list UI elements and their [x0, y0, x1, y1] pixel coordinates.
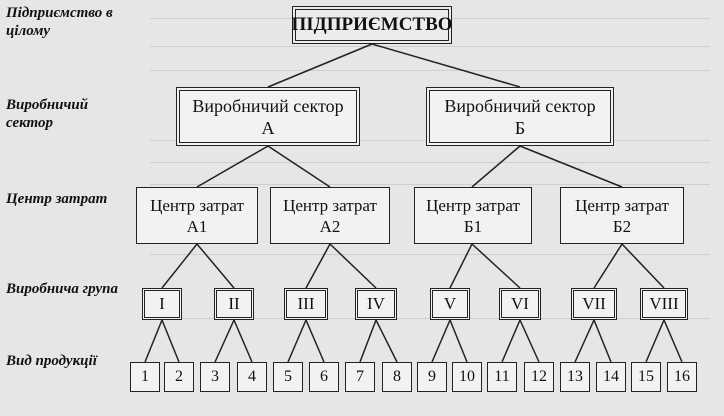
sector-name: Виробничий сектор — [444, 95, 596, 116]
group-node: VIII — [640, 288, 688, 320]
product-node: 8 — [382, 362, 412, 392]
connector-line — [471, 243, 521, 289]
connector-line — [196, 145, 269, 188]
sector-code: Б — [514, 117, 526, 138]
group-node: IV — [355, 288, 397, 320]
group-node: II — [214, 288, 254, 320]
connector-line — [267, 43, 373, 88]
background-text-line — [150, 254, 710, 255]
product-node: 12 — [524, 362, 554, 392]
product-node: 9 — [417, 362, 447, 392]
product-node: 1 — [130, 362, 160, 392]
connector-line — [329, 243, 377, 289]
group-node: VI — [499, 288, 541, 320]
level-label-sector: Виробничий сектор — [6, 97, 89, 131]
cost-center-code: Б1 — [463, 216, 483, 236]
connector-line — [471, 145, 521, 188]
cost-center-name: Центр затрат — [575, 195, 669, 215]
product-node: 7 — [345, 362, 375, 392]
connector-line — [449, 243, 473, 289]
product-node: 5 — [273, 362, 303, 392]
sector-node-a: Виробничий сектор А — [176, 87, 360, 146]
connector-line — [371, 43, 521, 88]
level-label-group: Виробнича група — [6, 281, 118, 297]
cost-center-node-b2: Центр затрат Б2 — [560, 187, 684, 244]
enterprise-node: ПІДПРИЄМСТВО — [291, 6, 453, 44]
sector-name: Виробничий сектор — [192, 95, 344, 116]
connector-line — [305, 243, 331, 289]
cost-center-name: Центр затрат — [283, 195, 377, 215]
group-node: V — [430, 288, 470, 320]
sector-node-b: Виробничий сектор Б — [426, 87, 614, 146]
level-label-cost-center: Центр затрат — [6, 191, 108, 207]
cost-center-node-a1: Центр затрат А1 — [136, 187, 258, 244]
cost-center-node-a2: Центр затрат А2 — [270, 187, 390, 244]
product-node: 2 — [164, 362, 194, 392]
group-node: III — [284, 288, 328, 320]
product-node: 6 — [309, 362, 339, 392]
level-label-enterprise: Підприємство в цілому — [6, 5, 113, 39]
connector-line — [161, 243, 198, 289]
cost-center-name: Центр затрат — [426, 195, 520, 215]
product-node: 15 — [631, 362, 661, 392]
product-node: 4 — [237, 362, 267, 392]
product-node: 11 — [487, 362, 517, 392]
level-label-product: Вид продукції — [6, 353, 97, 369]
product-node: 10 — [452, 362, 482, 392]
group-node: I — [142, 288, 182, 320]
product-node: 13 — [560, 362, 590, 392]
connector-line — [621, 243, 665, 289]
cost-center-code: А2 — [319, 216, 341, 236]
sector-code: А — [261, 117, 275, 138]
connector-line — [593, 243, 623, 289]
connector-line — [267, 145, 331, 188]
background-text-line — [150, 162, 710, 163]
product-node: 16 — [667, 362, 697, 392]
group-node: VII — [571, 288, 617, 320]
background-text-line — [150, 70, 710, 71]
product-node: 3 — [200, 362, 230, 392]
cost-center-code: А1 — [186, 216, 208, 236]
cost-center-node-b1: Центр затрат Б1 — [414, 187, 532, 244]
background-text-line — [150, 184, 710, 185]
background-text-line — [150, 46, 710, 47]
cost-center-name: Центр затрат — [150, 195, 244, 215]
connector-line — [196, 243, 235, 289]
product-node: 14 — [596, 362, 626, 392]
cost-center-code: Б2 — [612, 216, 632, 236]
connector-line — [519, 145, 623, 188]
